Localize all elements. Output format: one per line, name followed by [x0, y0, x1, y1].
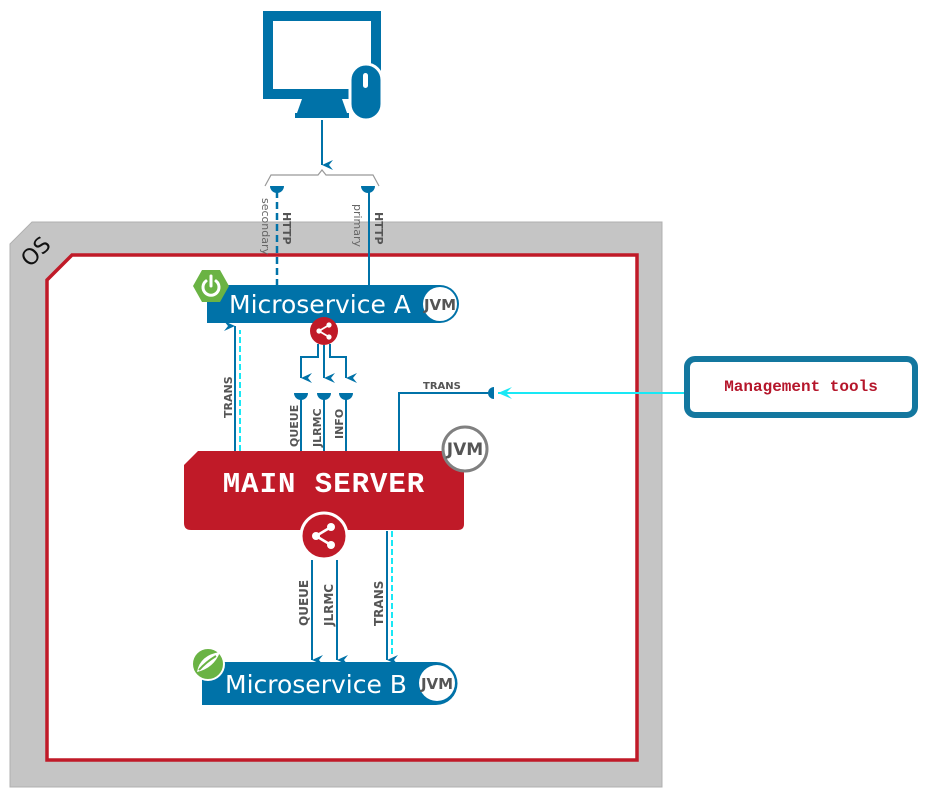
http-primary-protocol: HTTP: [372, 212, 385, 245]
http-secondary-protocol: HTTP: [280, 212, 293, 245]
mouse-icon: [348, 62, 384, 122]
microservice-b-title: Microservice B: [225, 670, 407, 699]
conn-main-b-jlrmc-label: JLRMC: [322, 584, 336, 627]
management-tools-box[interactable]: Management tools: [684, 356, 918, 418]
spring-leaf-icon: [191, 647, 225, 681]
microservice-a[interactable]: Microservice A JVM: [207, 285, 459, 323]
management-tools-label: Management tools: [724, 378, 878, 396]
conn-a-main-info-label: INFO: [333, 409, 346, 439]
conn-a-main-queue-label: QUEUE: [288, 405, 301, 447]
http-brace: [264, 169, 380, 187]
microservice-a-jvm-badge: JVM: [423, 296, 456, 314]
main-server[interactable]: MAIN SERVER JVM: [184, 425, 489, 530]
microservice-a-title: Microservice A: [229, 290, 411, 319]
share-hub-icon-main: [299, 511, 349, 561]
microservice-b[interactable]: Microservice B JVM: [202, 662, 458, 705]
conn-a-main-jlrmc-label: JLRMC: [311, 408, 324, 448]
spring-boot-power-icon: [193, 270, 229, 302]
microservice-b-jvm-badge: JVM: [420, 675, 453, 693]
conn-a-main-trans-label: TRANS: [222, 376, 235, 418]
http-secondary-role: secondary: [259, 198, 272, 255]
conn-main-b-queue-label: QUEUE: [297, 580, 311, 626]
main-server-jvm-badge: JVM: [446, 440, 483, 460]
management-trans-label: TRANS: [423, 381, 461, 392]
main-server-title: MAIN SERVER: [223, 468, 425, 501]
conn-main-b-trans-label: TRANS: [372, 581, 386, 626]
share-hub-icon-a: [310, 317, 338, 345]
http-primary-role: primary: [351, 204, 364, 248]
